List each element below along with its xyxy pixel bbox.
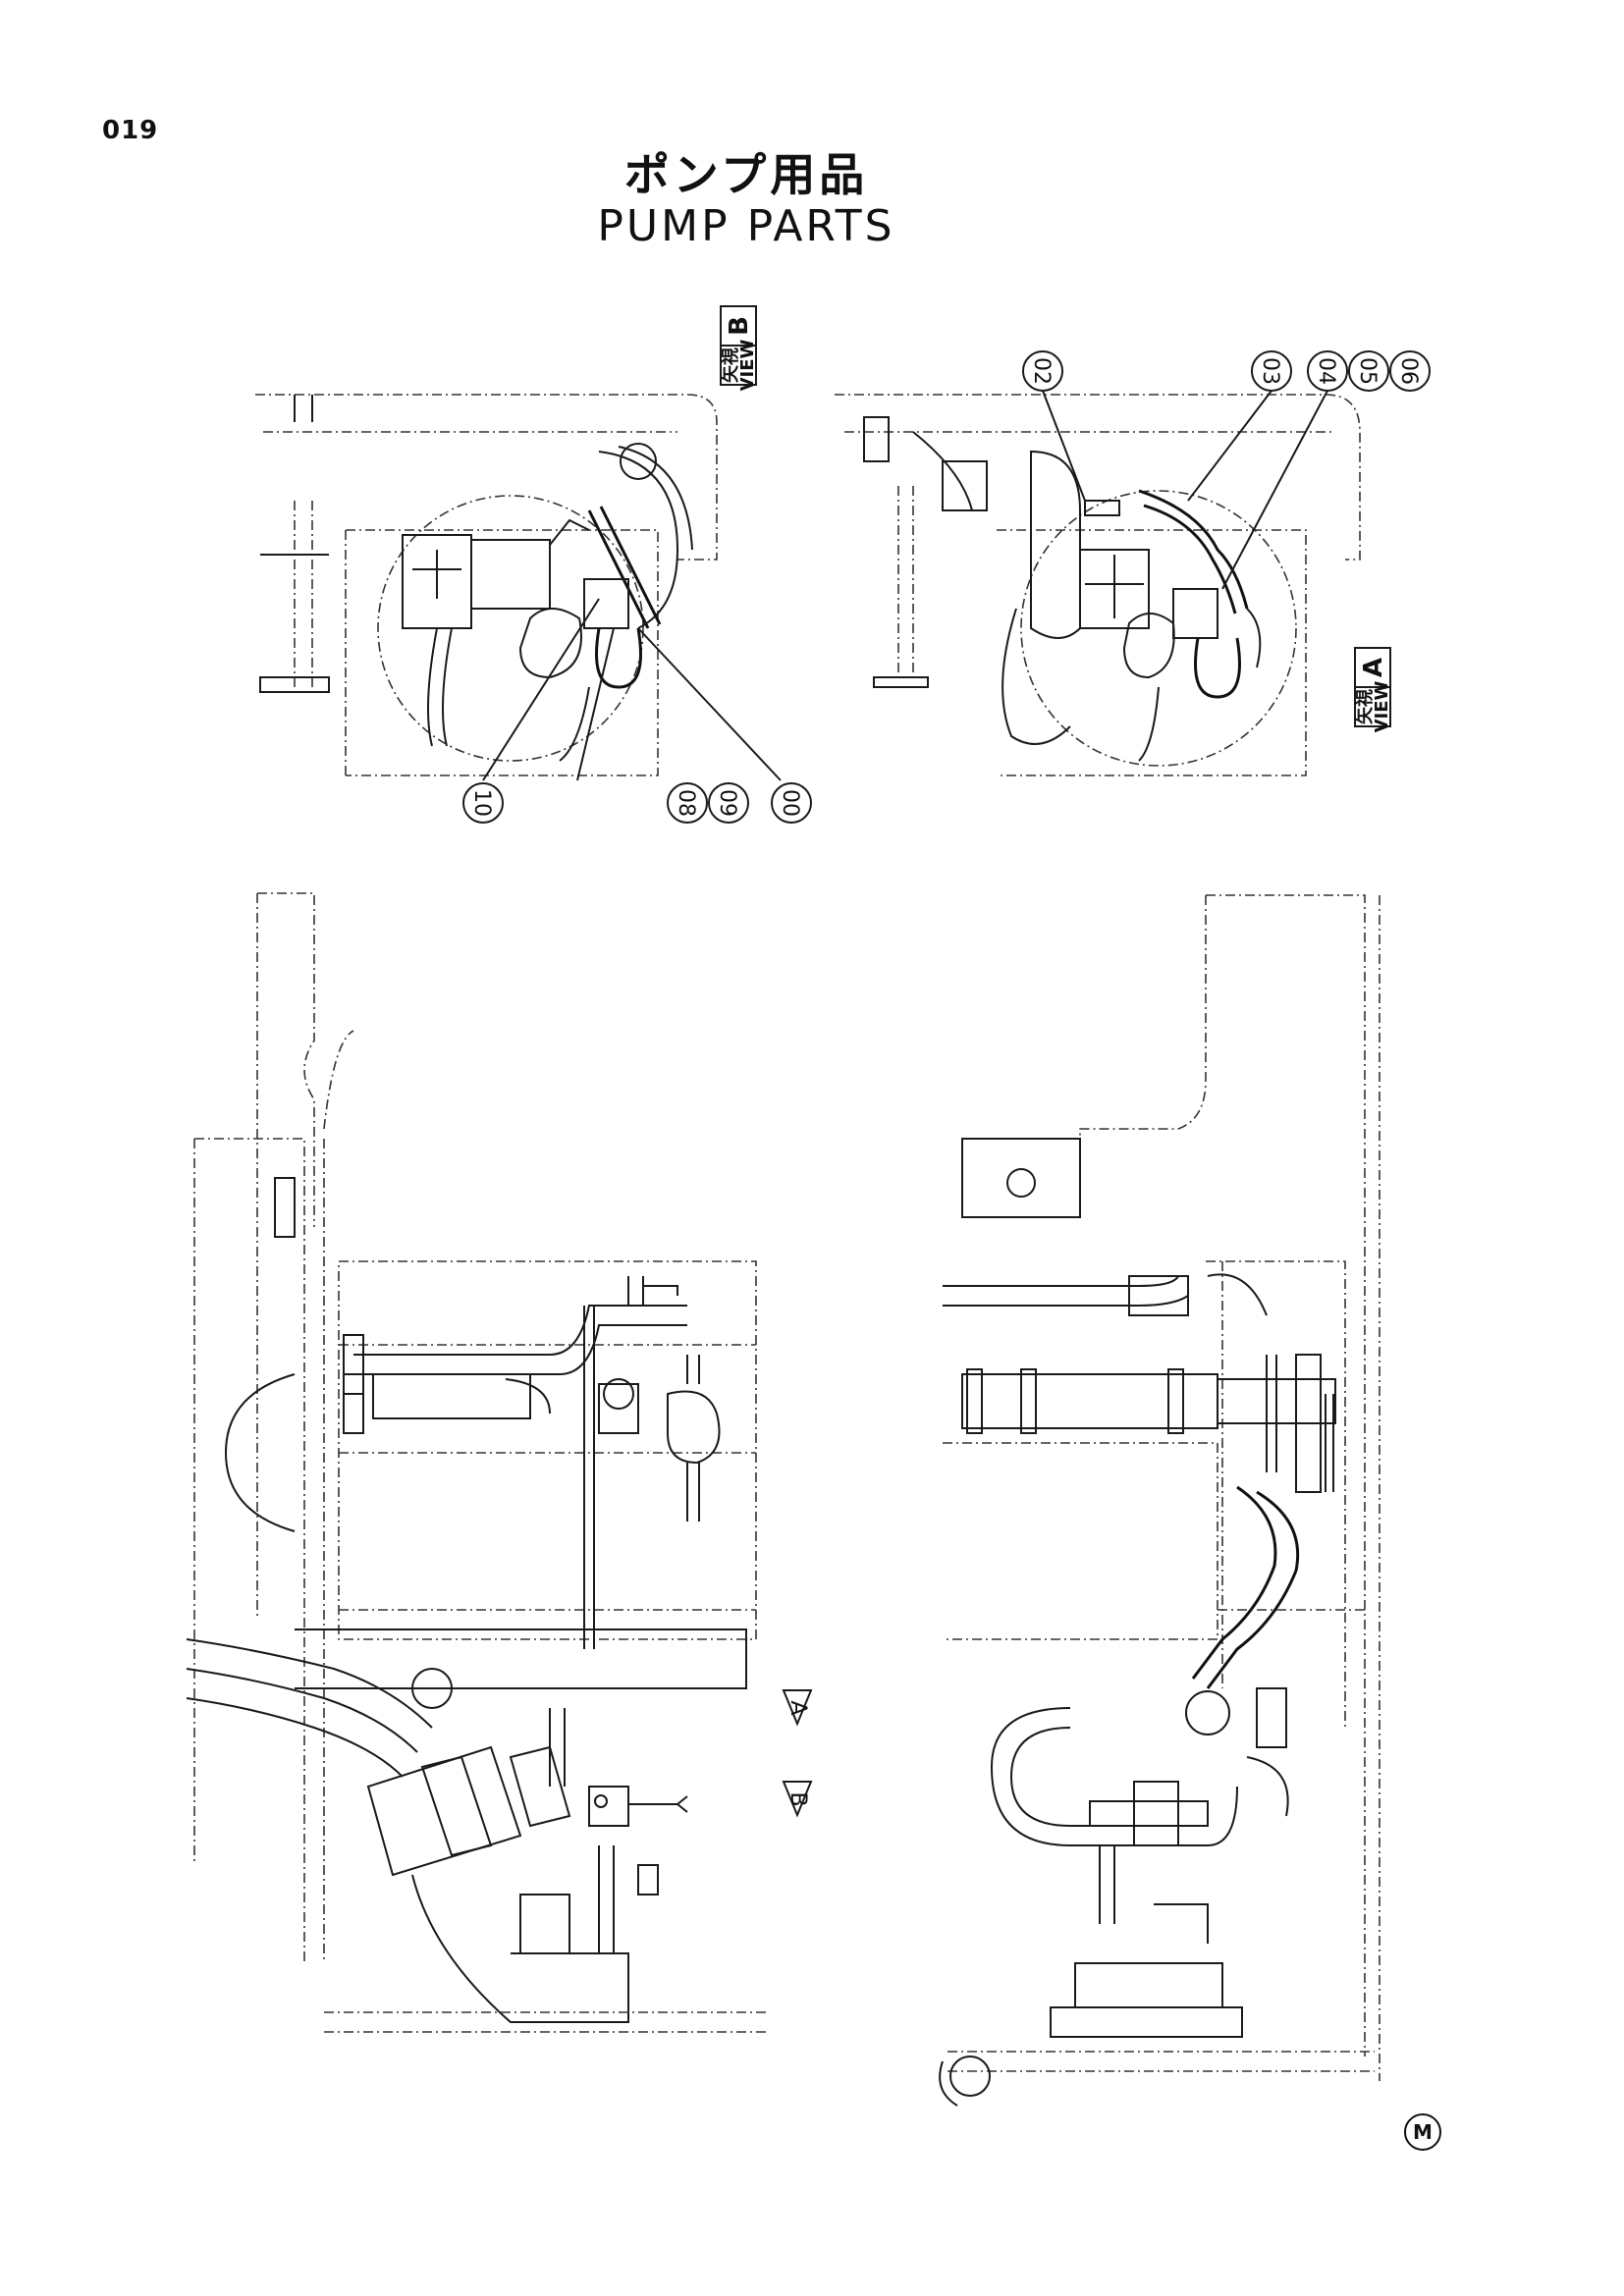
svg-text:矢視: 矢視 [720,347,741,383]
page-number: 019 [102,116,159,145]
svg-text:02: 02 [1029,357,1054,385]
svg-text:05: 05 [1355,357,1380,385]
callout-09: 09 [708,782,749,824]
corner-mark-m: M [1404,2113,1441,2151]
view-b-label: 矢視 VIEW B [720,305,758,391]
page-title-english: PUMP PARTS [597,201,895,251]
callout-02: 02 [1022,350,1063,392]
svg-text:08: 08 [674,789,698,817]
svg-text:VIEW: VIEW [1372,680,1392,732]
view-arrow-b: B [782,1781,813,1818]
svg-text:03: 03 [1258,357,1282,385]
callout-04: 04 [1307,350,1348,392]
svg-text:A: A [1359,658,1388,677]
main-view-left [186,892,766,2033]
view-a-label: 矢視 VIEW A [1354,647,1392,732]
svg-text:A: A [785,1700,810,1715]
view-b-leaders [482,598,782,781]
svg-text:VIEW: VIEW [737,339,758,391]
svg-text:矢視: 矢視 [1354,689,1376,724]
svg-text:10: 10 [469,789,494,817]
svg-text:B: B [785,1791,810,1806]
svg-text:04: 04 [1314,357,1338,385]
main-view-right [939,894,1380,2107]
callout-08: 08 [667,782,708,824]
callout-00: 00 [771,782,812,824]
callout-05: 05 [1348,350,1389,392]
view-b-drawing [255,394,718,776]
callout-06: 06 [1389,350,1431,392]
page-title-japanese: ポンプ用品 [623,148,869,201]
view-a-drawing [835,394,1361,776]
svg-text:09: 09 [715,789,739,817]
callout-10: 10 [462,782,504,824]
view-a-leaders [1042,390,1328,590]
svg-text:06: 06 [1396,357,1421,385]
svg-text:00: 00 [778,789,802,817]
view-arrow-a: A [782,1689,813,1727]
svg-text:B: B [725,316,754,336]
callout-03: 03 [1251,350,1292,392]
